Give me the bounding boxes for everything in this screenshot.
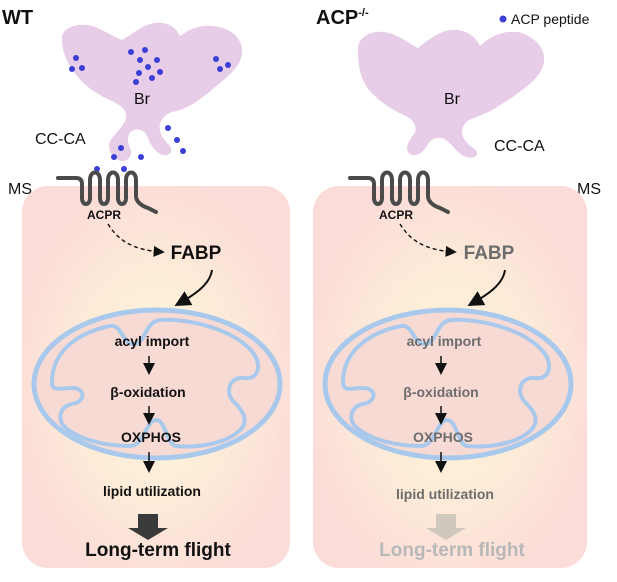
- wt-muscle-label: MS: [8, 181, 32, 198]
- wt-fabp-arrow: [174, 269, 213, 306]
- wt-brain-label: Br: [134, 91, 151, 108]
- ko-ccca-label: CC-CA: [494, 138, 545, 155]
- wt-mitochondrion: [31, 307, 283, 461]
- wt-acp-peptide-dots: [69, 47, 231, 172]
- wt-ccca-label: CC-CA: [35, 131, 86, 148]
- ko-step-4: lipid utilization: [396, 486, 494, 502]
- ko-step-3: OXPHOS: [413, 429, 473, 445]
- acp-ko-panel: ACP-/- ACP peptide Br CC-CA MS ACPR FABP…: [313, 7, 601, 568]
- ko-mitochondrion: [322, 307, 574, 461]
- ko-title: ACP-/-: [316, 7, 369, 29]
- wt-step-3: OXPHOS: [121, 429, 181, 445]
- ko-fabp-label: FABP: [464, 243, 515, 264]
- wt-panel: WT Br CC-CA MS ACPR FABP: [2, 7, 290, 568]
- ko-fabp-arrow: [467, 269, 506, 306]
- wt-step-1: acyl import: [115, 333, 190, 349]
- ko-outcome-arrow: [426, 514, 466, 540]
- ko-outcome: Long-term flight: [379, 540, 525, 561]
- ko-step-2: β-oxidation: [403, 384, 478, 400]
- wt-step-4: lipid utilization: [103, 483, 201, 499]
- ko-step-1: acyl import: [407, 333, 482, 349]
- wt-fabp-label: FABP: [171, 243, 222, 264]
- ko-brain: [357, 29, 545, 158]
- wt-brain: [61, 22, 243, 162]
- ko-receptor: [348, 170, 450, 214]
- wt-receptor: [56, 170, 158, 214]
- ko-receptor-label: ACPR: [379, 208, 413, 222]
- wt-outcome-arrow: [128, 514, 168, 540]
- ko-muscle-label: MS: [577, 181, 601, 198]
- legend-dot: [499, 15, 507, 23]
- legend-label: ACP peptide: [511, 11, 590, 27]
- wt-outcome: Long-term flight: [85, 540, 231, 561]
- wt-title: WT: [2, 7, 33, 29]
- wt-receptor-label: ACPR: [87, 208, 121, 222]
- ko-brain-label: Br: [444, 91, 461, 108]
- wt-step-2: β-oxidation: [110, 384, 185, 400]
